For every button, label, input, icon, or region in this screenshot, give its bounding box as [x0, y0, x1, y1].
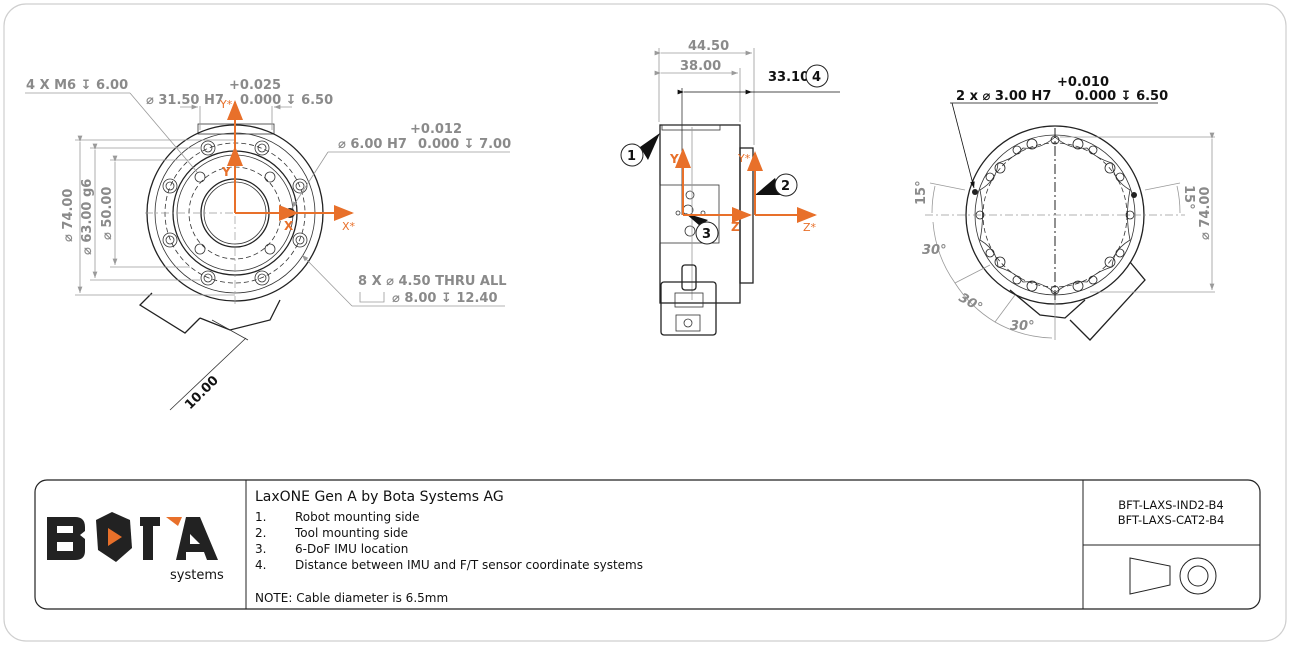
side-callouts: 1 2 3	[620, 133, 798, 245]
axis-label-y: Y	[221, 165, 231, 179]
callout-3: 3	[702, 227, 711, 242]
back-dimensions: +0.010 2 x ⌀ 3.00 H7 0.000 ↧ 6.50 ⌀ 74.0…	[914, 75, 1215, 340]
callout-2: 2	[781, 179, 790, 194]
bore-tol-lower: 0.000 ↧ 6.50	[240, 93, 333, 108]
note-text: Tool mounting side	[294, 526, 408, 540]
axis-label-y: Y	[669, 152, 679, 166]
back-dim-dia-74: ⌀ 74.00	[1198, 187, 1213, 240]
side-dimensions: 44.50 38.00 33.10 4	[654, 39, 840, 215]
back-pin-tol-upper: +0.010	[1057, 75, 1109, 90]
thru-callout-2: ⌀ 8.00 ↧ 12.40	[392, 291, 498, 306]
dim-33-10: 33.10	[768, 70, 809, 85]
callout-bubble-4	[805, 64, 829, 88]
note-text: 6-DoF IMU location	[295, 542, 408, 556]
back-view: +0.010 2 x ⌀ 3.00 H7 0.000 ↧ 6.50 ⌀ 74.0…	[914, 75, 1215, 341]
callout-m6: 4 X M6 ↧ 6.00	[26, 78, 128, 93]
dim-dia-63: ⌀ 63.00 g6	[80, 179, 95, 255]
axis-label-x: X	[284, 219, 294, 233]
sheet-border	[3, 3, 1287, 642]
back-pin-tol-lower: 0.000 ↧ 6.50	[1075, 89, 1168, 104]
angle-30-a: 30°	[922, 243, 947, 258]
side-coordinate-axes: Y Y* Z Z*	[669, 148, 817, 234]
front-view: ⌀ 74.00 ⌀ 63.00 g6 ⌀ 50.00 4 X M6 ↧ 6.00…	[25, 78, 511, 413]
axis-label-y-star: Y*	[737, 152, 751, 165]
note-number: 2.	[255, 526, 266, 540]
axis-label-z-star: Z*	[803, 221, 817, 234]
dim-dia-74: ⌀ 74.00	[61, 189, 76, 242]
side-view: 44.50 38.00 33.10 4 1 2 3 Y Y*	[620, 39, 840, 336]
note-text: Robot mounting side	[295, 510, 420, 524]
pin-dim: ⌀ 6.00 H7	[338, 137, 407, 152]
angle-30-c: 30°	[1010, 319, 1035, 334]
note-number: 1.	[255, 510, 266, 524]
bore-tol-upper: +0.025	[229, 78, 281, 93]
part-number: BFT-LAXS-IND2-B4	[1118, 498, 1223, 512]
callout-4: 4	[812, 70, 821, 85]
notes-list: 1. Robot mounting side 2. Tool mounting …	[255, 510, 643, 572]
bore-dim: ⌀ 31.50 H7	[146, 93, 224, 108]
projection-symbol-icon	[1129, 557, 1217, 595]
thru-callout-1: 8 X ⌀ 4.50 THRU ALL	[358, 274, 507, 289]
note-number: 4.	[255, 558, 266, 572]
angle-15-left: 15°	[914, 180, 929, 205]
title-block: systems LaxONE Gen A by Bota Systems AG …	[34, 479, 1261, 610]
note-number: 3.	[255, 542, 266, 556]
axis-label-x-star: X*	[342, 220, 356, 233]
front-dimensions: ⌀ 74.00 ⌀ 63.00 g6 ⌀ 50.00 4 X M6 ↧ 6.00…	[25, 78, 511, 413]
note-text: Distance between IMU and F/T sensor coor…	[295, 558, 643, 572]
bota-logo: systems	[47, 512, 224, 583]
front-coordinate-axes: Y* Y X X*	[219, 98, 356, 233]
dim-dia-50: ⌀ 50.00	[100, 187, 115, 240]
callout-1: 1	[627, 149, 636, 164]
drawing-title: LaxONE Gen A by Bota Systems AG	[255, 489, 504, 505]
angle-15-right: 15°	[1181, 185, 1196, 210]
pin-tol-upper: +0.012	[410, 122, 462, 137]
dim-44-50: 44.50	[688, 39, 729, 54]
axis-label-y-star: Y*	[219, 98, 233, 111]
back-pin-dim: 2 x ⌀ 3.00 H7	[956, 89, 1051, 104]
cable-note: NOTE: Cable diameter is 6.5mm	[255, 591, 448, 605]
dim-38-00: 38.00	[680, 59, 721, 74]
logo-subtext: systems	[170, 568, 224, 583]
axis-label-z: Z	[731, 220, 740, 234]
pin-tol-lower: 0.000 ↧ 7.00	[418, 137, 511, 152]
part-number: BFT-LAXS-CAT2-B4	[1118, 513, 1225, 527]
